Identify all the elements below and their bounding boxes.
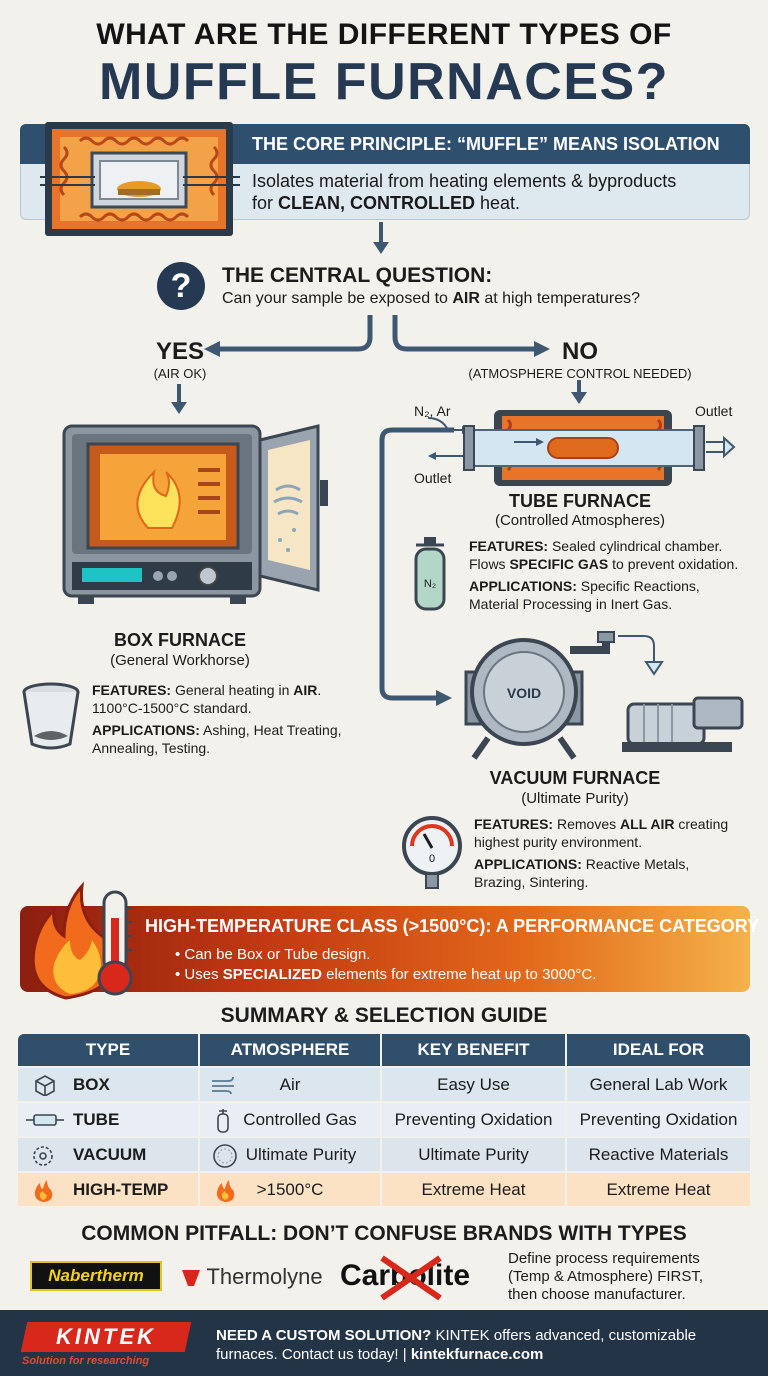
high-temp-bullet-2: • Uses SPECIALIZED elements for extreme … xyxy=(175,966,597,983)
vacuum-furnace-subtitle: (Ultimate Purity) xyxy=(521,790,629,807)
summary-title: SUMMARY & SELECTION GUIDE xyxy=(220,1004,548,1027)
pitfall-text: Define process requirements (Temp & Atmo… xyxy=(508,1250,704,1303)
row-tube-type: TUBE xyxy=(18,1103,200,1136)
row-vacuum-atmosphere: Ultimate Purity xyxy=(200,1138,382,1171)
row-high-temp-ideal: Extreme Heat xyxy=(606,1180,711,1199)
arrow-down-icon xyxy=(373,222,389,254)
box-furnace-icon xyxy=(62,424,328,604)
summary-table: TYPE ATMOSPHERE KEY BENEFIT IDEAL FOR BO… xyxy=(18,1034,750,1206)
cross-out-icon xyxy=(380,1255,442,1300)
kintek-logo[interactable]: KINTEK xyxy=(20,1322,192,1352)
pitfall-title: COMMON PITFALL: DON’T CONFUSE BRANDS WIT… xyxy=(81,1222,687,1245)
tube-furnace-subtitle: (Controlled Atmospheres) xyxy=(494,512,666,529)
box-furnace-subtitle: (General Workhorse) xyxy=(110,652,250,669)
header-type: TYPE xyxy=(18,1034,200,1066)
no-label: NO xyxy=(562,338,598,365)
kintek-tagline: Solution for researching xyxy=(22,1355,150,1367)
tube-gas-inlet-label: N₂, Ar xyxy=(414,403,451,419)
flame-thermometer-icon xyxy=(31,881,133,1000)
gas-cylinder-icon: N₂ xyxy=(414,537,446,611)
high-temp-banner xyxy=(20,906,750,992)
tube-furnace-icon xyxy=(427,410,736,486)
header-ideal-for: IDEAL FOR xyxy=(612,1040,705,1059)
tube-outlet-left-label: Outlet xyxy=(414,470,452,486)
title-line-1: WHAT ARE THE DIFFERENT TYPES OF xyxy=(96,18,672,51)
question-text: Can your sample be exposed to AIR at hig… xyxy=(222,290,641,307)
high-temp-bullet-1: • Can be Box or Tube design. xyxy=(175,946,371,963)
vacuum-furnace-features: FEATURES: Removes ALL AIR creating highe… xyxy=(474,816,729,890)
row-tube-ideal: Preventing Oxidation xyxy=(579,1110,738,1129)
footer-url-link[interactable]: kintekfurnace.com xyxy=(410,1346,544,1363)
vacuum-furnace-icon: VOID xyxy=(464,631,744,760)
cylinder-label: N₂ xyxy=(424,578,436,590)
row-high-temp-type: HIGH-TEMP xyxy=(18,1173,200,1206)
table-row: BOX Air Easy Use General Lab Work xyxy=(18,1066,750,1101)
header-key-benefit: KEY BENEFIT xyxy=(382,1034,567,1066)
gauge-label: 0 xyxy=(429,853,435,865)
row-box-ideal: General Lab Work xyxy=(589,1075,728,1094)
row-tube-benefit: Preventing Oxidation xyxy=(382,1103,567,1136)
row-tube-atmosphere: Controlled Gas xyxy=(200,1103,382,1136)
row-vacuum-benefit: Ultimate Purity xyxy=(382,1138,567,1171)
question-icon: ? xyxy=(157,262,205,310)
row-high-temp-atmosphere: >1500°C xyxy=(200,1173,382,1206)
pressure-gauge-icon: 0 xyxy=(402,816,462,889)
yes-label: YES xyxy=(155,338,205,365)
thermolyne-logo: Thermolyne xyxy=(180,1264,323,1290)
row-box-atmosphere: Air xyxy=(200,1068,382,1101)
core-line-2: for CLEAN, CONTROLLED heat. xyxy=(252,193,521,213)
row-box-benefit: Easy Use xyxy=(382,1068,567,1101)
footer-cta: NEED A CUSTOM SOLUTION? KINTEK offers ad… xyxy=(216,1327,697,1363)
purity-icon xyxy=(213,1144,237,1168)
thermolyne-mark-icon xyxy=(182,1270,200,1286)
carbolite-logo: Carbolite xyxy=(340,1254,490,1300)
void-label: VOID xyxy=(507,685,541,701)
core-principle-heading: THE CORE PRINCIPLE: “MUFFLE” MEANS ISOLA… xyxy=(252,134,720,154)
arrow-down-icon xyxy=(171,384,187,414)
high-temp-title: HIGH-TEMPERATURE CLASS (>1500°C): A PERF… xyxy=(145,916,760,936)
air-icon xyxy=(212,1076,234,1095)
tube-icon xyxy=(26,1114,64,1126)
connector-arrow-icon xyxy=(379,427,454,706)
table-row: TUBE Controlled Gas Preventing Oxidation… xyxy=(18,1101,750,1136)
branch-arrows-icon xyxy=(204,315,550,357)
box-furnace-name: BOX FURNACE xyxy=(113,630,246,650)
vacuum-icon xyxy=(33,1146,53,1166)
crucible-icon xyxy=(22,682,80,750)
question-title: THE CENTRAL QUESTION: xyxy=(222,264,493,287)
row-vacuum-type: VACUUM xyxy=(18,1138,200,1171)
title-line-2: MUFFLE FURNACES? xyxy=(99,53,669,111)
core-line-1: Isolates material from heating elements … xyxy=(252,171,677,191)
flame-icon xyxy=(216,1180,235,1202)
nabertherm-logo: Nabertherm xyxy=(30,1261,162,1291)
row-box-type: BOX xyxy=(18,1068,200,1101)
table-row: HIGH-TEMP >1500°C Extreme Heat Extreme H… xyxy=(18,1171,750,1206)
summary-table-header: TYPE ATMOSPHERE KEY BENEFIT IDEAL FOR xyxy=(18,1034,750,1066)
vacuum-furnace-name: VACUUM FURNACE xyxy=(489,768,661,788)
row-vacuum-ideal: Reactive Materials xyxy=(588,1145,729,1164)
flame-icon xyxy=(34,1180,53,1202)
gas-cylinder-icon xyxy=(217,1109,229,1133)
tube-outlet-right-label: Outlet xyxy=(695,403,733,419)
no-sublabel: (ATMOSPHERE CONTROL NEEDED) xyxy=(468,366,692,381)
box-furnace-features: FEATURES: General heating in AIR. 1100°C… xyxy=(92,682,342,756)
row-high-temp-benefit: Extreme Heat xyxy=(382,1173,567,1206)
muffle-isolation-icon xyxy=(40,122,240,236)
box-icon xyxy=(35,1075,55,1096)
header-atmosphere: ATMOSPHERE xyxy=(200,1034,382,1066)
table-row: VACUUM Ultimate Purity Ultimate Purity R… xyxy=(18,1136,750,1171)
tube-furnace-name: TUBE FURNACE xyxy=(509,491,651,511)
arrow-down-icon xyxy=(571,380,587,404)
tube-furnace-features: FEATURES: Sealed cylindrical chamber. Fl… xyxy=(469,538,739,612)
yes-sublabel: (AIR OK) xyxy=(153,366,207,381)
core-principle-text: Isolates material from heating elements … xyxy=(252,170,742,214)
